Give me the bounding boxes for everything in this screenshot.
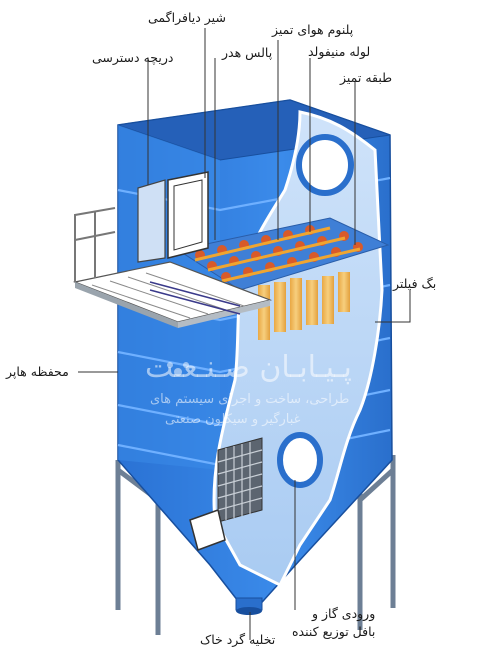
label-pulse-header: پالس هدر xyxy=(222,45,273,60)
watermark-brand: پـیـابـان صـنـعـت xyxy=(145,350,352,385)
gas-inlet-port xyxy=(277,432,323,488)
label-clean-floor: طبقه تمیز xyxy=(340,70,393,85)
discharge-outlet xyxy=(235,597,263,615)
label-bag-filter: بگ فیلتر xyxy=(393,276,437,291)
label-distribution-baffle: بافل توزیع کننده xyxy=(292,624,376,639)
distribution-baffle xyxy=(217,437,263,523)
bag-filters xyxy=(258,272,350,340)
watermark-line2: غبارگیر و سیکلون صنعتی xyxy=(165,412,301,427)
manifold-pipes xyxy=(194,226,361,283)
watermark-logo xyxy=(167,362,189,376)
walkway-platform xyxy=(72,207,273,328)
label-manifold-pipe: لوله منیفولد xyxy=(308,44,371,59)
label-diaphragm-valve: شیر دیافراگمی xyxy=(148,10,226,25)
label-gas-inlet: ورودی گاز و xyxy=(312,606,376,621)
label-hopper-enclosure: محفظه هاپر xyxy=(6,364,69,379)
leader-lines xyxy=(78,28,411,640)
watermark-line1: طراحی، ساخت و اجرای سیستم های xyxy=(150,392,350,407)
label-dust-discharge: تخلیه گرد خاک xyxy=(200,632,276,647)
label-clean-air-plenum: پلنوم هوای تمیز xyxy=(272,22,354,37)
upper-outlet-port xyxy=(296,134,354,196)
access-door xyxy=(137,171,209,263)
label-access-door: دریچه دسترسی xyxy=(92,50,174,65)
hopper-door xyxy=(189,509,226,551)
